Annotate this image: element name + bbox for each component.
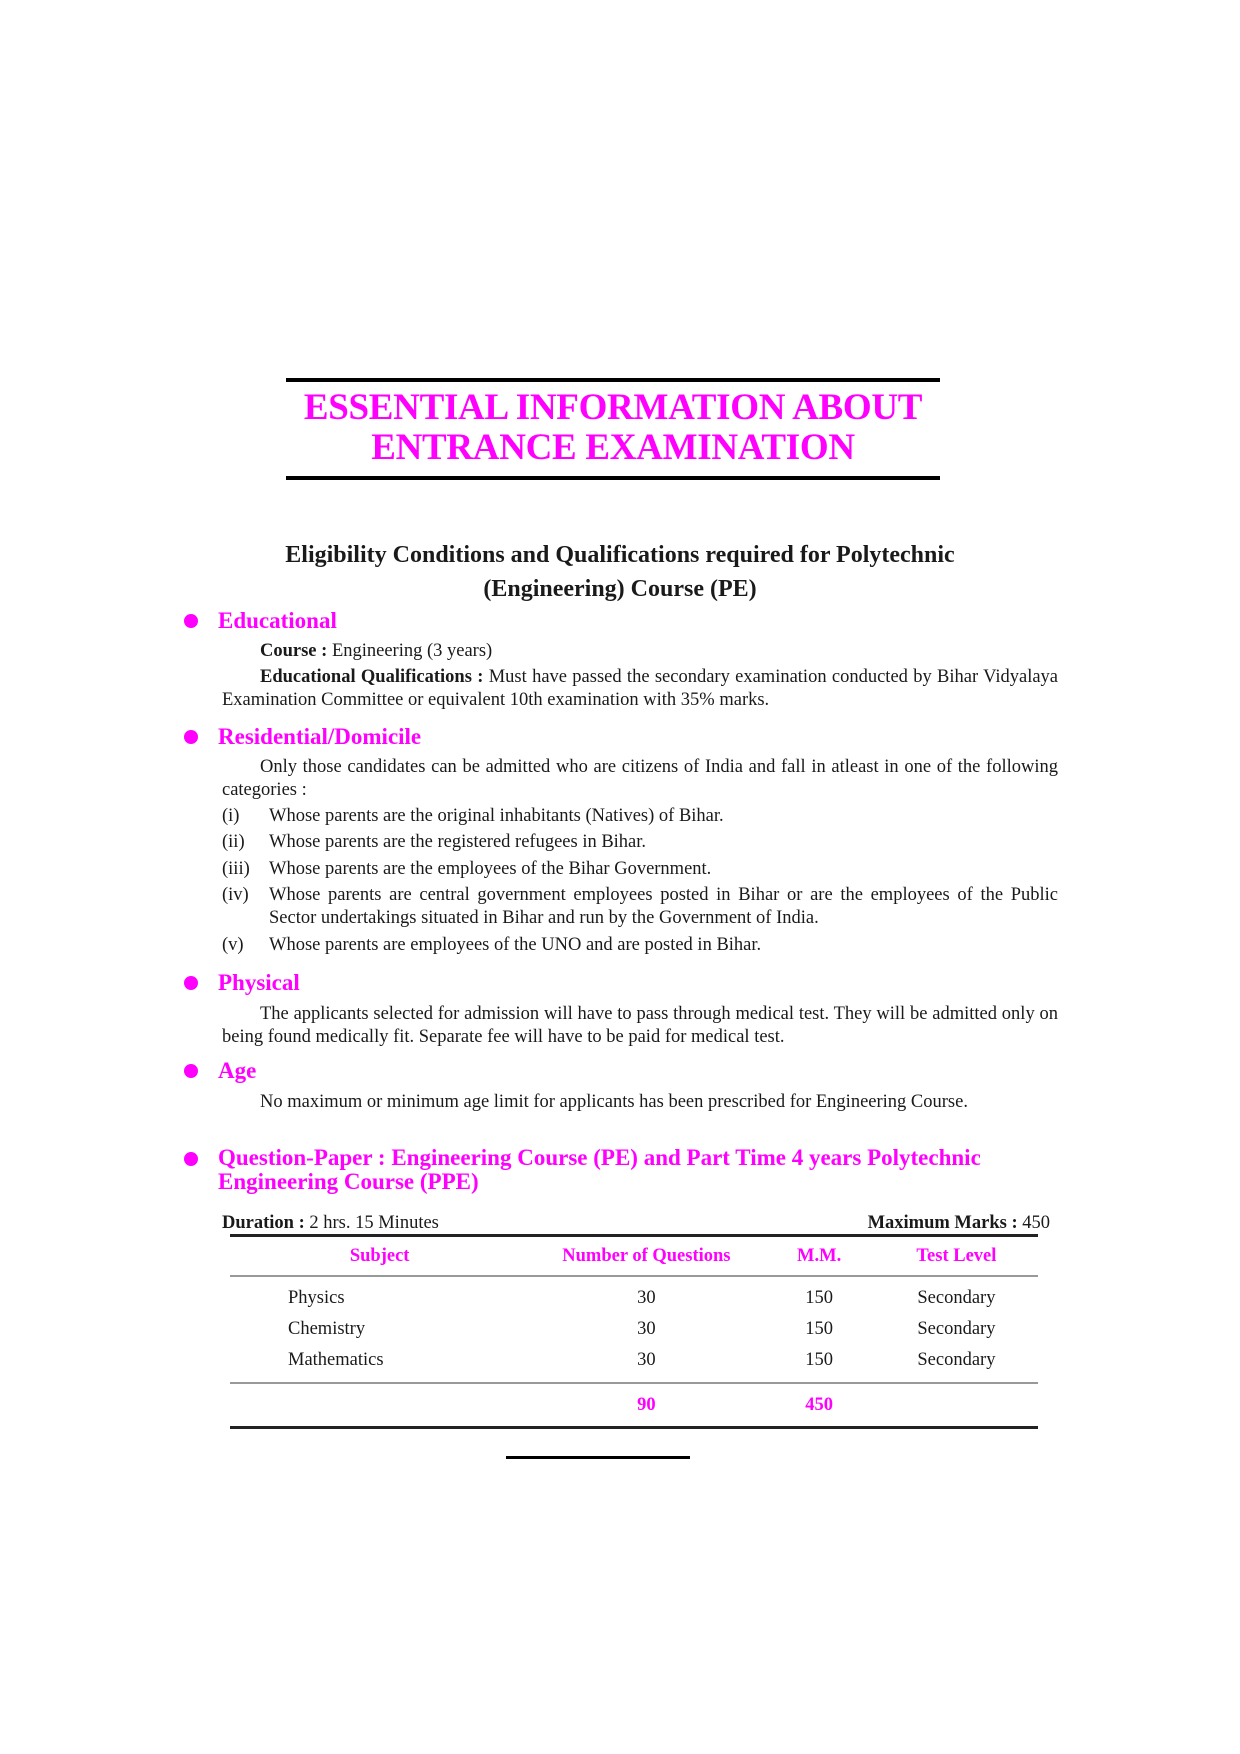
subtitle-line-2: (Engineering) Course (PE): [483, 576, 757, 602]
age-text: No maximum or minimum age limit for appl…: [260, 1092, 968, 1112]
maximum-marks: Maximum Marks : 450: [868, 1212, 1050, 1234]
subtitle: Eligibility Conditions and Qualification…: [200, 538, 1040, 606]
section-heading-question-paper: Question-Paper : Engineering Course (PE)…: [184, 1146, 1056, 1194]
heading-text: Question-Paper : Engineering Course (PE)…: [218, 1145, 981, 1194]
course-line: Course : Engineering (3 years): [222, 640, 1058, 663]
list-text: Whose parents are central government emp…: [269, 885, 1058, 928]
total-level: [874, 1382, 1038, 1429]
cell-level: Secondary: [917, 1350, 996, 1370]
heading-text: Educational: [218, 608, 337, 633]
page-title-line-2: ENTRANCE EXAMINATION: [371, 427, 855, 468]
cell-level: Secondary: [917, 1319, 996, 1339]
list-text: Whose parents are the employees of the B…: [269, 859, 712, 879]
heading-text: Physical: [218, 970, 300, 995]
physical-text: The applicants selected for admission wi…: [222, 1004, 1058, 1047]
list-item: (iii) Whose parents are the employees of…: [222, 858, 1058, 881]
table-header-row: Subject Number of Questions M.M. Test Le…: [230, 1235, 1038, 1277]
total-questions: 90: [529, 1382, 764, 1429]
total-marks: 450: [763, 1382, 875, 1429]
header-test-level: Test Level: [874, 1235, 1038, 1277]
header-subject: Subject: [230, 1235, 530, 1277]
list-item: (ii) Whose parents are the registered re…: [222, 831, 1058, 854]
cell-marks: 150: [805, 1319, 833, 1339]
cell-questions: 30: [637, 1288, 656, 1308]
cell-marks: 150: [805, 1350, 833, 1370]
table-total-row: 90 450: [230, 1382, 1038, 1429]
duration-value: 2 hrs. 15 Minutes: [309, 1213, 439, 1233]
header-number-of-questions: Number of Questions: [529, 1235, 764, 1277]
total-subject: [230, 1382, 530, 1429]
list-item: (iv) Whose parents are central governmen…: [222, 884, 1058, 930]
list-number: (iv): [222, 885, 249, 905]
page-title-line-1: ESSENTIAL INFORMATION ABOUT: [303, 387, 923, 428]
list-number: (v): [222, 935, 244, 955]
cell-questions: 30: [637, 1319, 656, 1339]
course-value: Engineering (3 years): [331, 641, 493, 661]
duration-row: Duration : 2 hrs. 15 Minutes Maximum Mar…: [222, 1212, 1050, 1234]
educational-qualifications: Educational Qualifications : Must have p…: [222, 666, 1058, 712]
table-row: Mathematics 30 150 Secondary: [230, 1345, 1038, 1383]
table-row: Chemistry 30 150 Secondary: [230, 1314, 1038, 1345]
title-block: ESSENTIAL INFORMATION ABOUT ENTRANCE EXA…: [286, 378, 940, 480]
bullet-icon: [184, 614, 198, 628]
list-text: Whose parents are the registered refugee…: [269, 832, 647, 852]
qualifications-value: Must have passed the secondary examinati…: [222, 667, 1059, 710]
section-heading-educational: Educational: [184, 608, 337, 634]
cell-subject: Mathematics: [288, 1350, 384, 1370]
title-bottom-rule: [286, 476, 940, 480]
section-heading-age: Age: [184, 1058, 256, 1084]
subtitle-line-1: Eligibility Conditions and Qualification…: [285, 542, 955, 568]
heading-text: Age: [218, 1058, 257, 1083]
list-item: (v) Whose parents are employees of the U…: [222, 934, 1058, 957]
cell-subject: Physics: [288, 1288, 345, 1308]
duration: Duration : 2 hrs. 15 Minutes: [222, 1212, 439, 1234]
list-text: Whose parents are employees of the UNO a…: [269, 935, 762, 955]
list-item: (i) Whose parents are the original inhab…: [222, 805, 1058, 828]
section-heading-residential: Residential/Domicile: [184, 724, 421, 750]
bullet-icon: [184, 1064, 198, 1078]
header-max-marks: M.M.: [763, 1235, 875, 1277]
bullet-icon: [184, 1152, 198, 1166]
cell-questions: 30: [637, 1350, 656, 1370]
list-number: (iii): [222, 859, 250, 879]
max-marks-label: Maximum Marks :: [867, 1213, 1018, 1233]
list-text: Whose parents are the original inhabitan…: [269, 806, 724, 826]
course-label: Course :: [260, 641, 328, 661]
cell-marks: 150: [805, 1288, 833, 1308]
cell-subject: Chemistry: [288, 1319, 366, 1339]
section-heading-physical: Physical: [184, 970, 300, 996]
cell-level: Secondary: [917, 1288, 996, 1308]
heading-text: Residential/Domicile: [218, 724, 422, 749]
duration-label: Duration :: [222, 1213, 305, 1233]
bullet-icon: [184, 730, 198, 744]
residential-intro: Only those candidates can be admitted wh…: [222, 757, 1058, 800]
question-paper-table: Subject Number of Questions M.M. Test Le…: [230, 1234, 1038, 1429]
title-top-rule: [286, 378, 940, 382]
max-marks-value: 450: [1022, 1213, 1050, 1233]
qualifications-label: Educational Qualifications :: [260, 667, 484, 687]
table-row: Physics 30 150 Secondary: [230, 1276, 1038, 1314]
bullet-icon: [184, 976, 198, 990]
end-divider: [506, 1456, 690, 1459]
list-number: (i): [222, 806, 240, 826]
list-number: (ii): [222, 832, 245, 852]
